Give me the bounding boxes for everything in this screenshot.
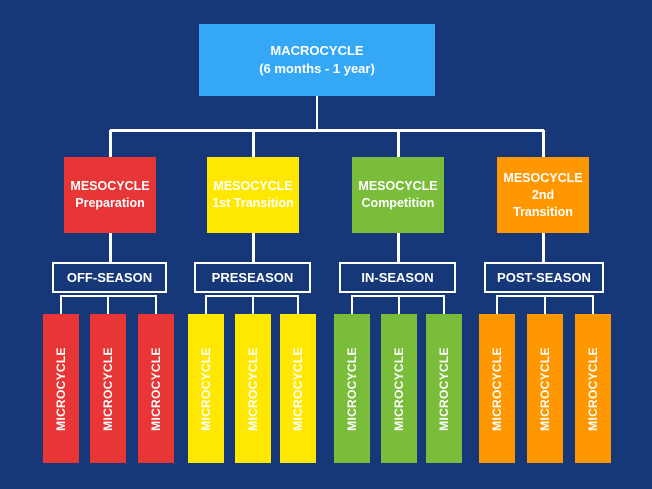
mesocycle-subtitle: 2nd — [531, 187, 555, 202]
microcycle-box: MICROCYCLE — [138, 314, 174, 463]
connector-macro-down — [316, 96, 318, 130]
microcycle-label: MICROCYCLE — [149, 346, 164, 431]
macrocycle-subtitle: (6 months - 1 year) — [259, 61, 375, 76]
season-off-season: OFF-SEASON — [52, 262, 167, 293]
mesocycle-2nd-transition: MESOCYCLE 2nd Transition — [497, 157, 589, 233]
microcycle-box: MICROCYCLE — [334, 314, 370, 463]
connector-micro — [297, 295, 299, 314]
connector-season-3 — [397, 233, 400, 262]
microcycle-label: MICROCYCLE — [345, 346, 360, 431]
microcycle-label: MICROCYCLE — [490, 346, 505, 431]
connector-micro — [443, 295, 445, 314]
connector-micro — [60, 295, 62, 314]
season-preseason: PRESEASON — [194, 262, 311, 293]
microcycle-box: MICROCYCLE — [90, 314, 126, 463]
mesocycle-title: MESOCYCLE — [213, 179, 293, 193]
microcycle-box: MICROCYCLE — [527, 314, 563, 463]
mesocycle-subtitle-2: Transition — [513, 204, 573, 219]
connector-micro — [544, 295, 546, 314]
microcycle-label: MICROCYCLE — [437, 346, 452, 431]
mesocycle-competition: MESOCYCLE Competition — [352, 157, 444, 233]
connector-meso-3 — [397, 130, 400, 157]
microcycle-label: MICROCYCLE — [538, 346, 553, 431]
mesocycle-subtitle: 1st Transition — [212, 196, 294, 210]
microcycle-box: MICROCYCLE — [479, 314, 515, 463]
microcycle-label: MICROCYCLE — [392, 346, 407, 431]
macrocycle-title: MACROCYCLE — [270, 43, 364, 58]
microcycle-box: MICROCYCLE — [188, 314, 224, 463]
connector-season-4 — [542, 233, 545, 262]
mesocycle-title: MESOCYCLE — [70, 179, 150, 193]
microcycle-box: MICROCYCLE — [575, 314, 611, 463]
connector-meso-1 — [109, 130, 112, 157]
microcycle-box: MICROCYCLE — [381, 314, 417, 463]
mesocycle-title: MESOCYCLE — [503, 170, 583, 185]
microcycle-box: MICROCYCLE — [280, 314, 316, 463]
microcycle-box: MICROCYCLE — [426, 314, 462, 463]
microcycle-label: MICROCYCLE — [54, 346, 69, 431]
mesocycle-subtitle: Preparation — [75, 196, 145, 210]
connector-micro — [107, 295, 109, 314]
connector-meso-2 — [252, 130, 255, 157]
mesocycle-preparation: MESOCYCLE Preparation — [64, 157, 156, 233]
microcycle-box: MICROCYCLE — [235, 314, 271, 463]
mesocycle-1st-transition: MESOCYCLE 1st Transition — [207, 157, 299, 233]
macrocycle-box: MACROCYCLE (6 months - 1 year) — [199, 24, 435, 96]
microcycle-label: MICROCYCLE — [101, 346, 116, 431]
connector-micro — [155, 295, 157, 314]
connector-micro — [252, 295, 254, 314]
connector-micro — [205, 295, 207, 314]
connector-season-2 — [252, 233, 255, 262]
connector-micro — [398, 295, 400, 314]
microcycle-box: MICROCYCLE — [43, 314, 79, 463]
connector-top-horizontal — [110, 129, 544, 132]
microcycle-label: MICROCYCLE — [586, 346, 601, 431]
microcycle-label: MICROCYCLE — [199, 346, 214, 431]
connector-meso-4 — [542, 130, 545, 157]
connector-micro — [496, 295, 498, 314]
mesocycle-subtitle: Competition — [361, 196, 435, 210]
connector-micro — [592, 295, 594, 314]
mesocycle-title: MESOCYCLE — [358, 179, 438, 193]
connector-micro — [351, 295, 353, 314]
season-post-season: POST-SEASON — [484, 262, 604, 293]
season-in-season: IN-SEASON — [339, 262, 456, 293]
microcycle-label: MICROCYCLE — [291, 346, 306, 431]
microcycle-label: MICROCYCLE — [246, 346, 261, 431]
connector-season-1 — [109, 233, 112, 262]
